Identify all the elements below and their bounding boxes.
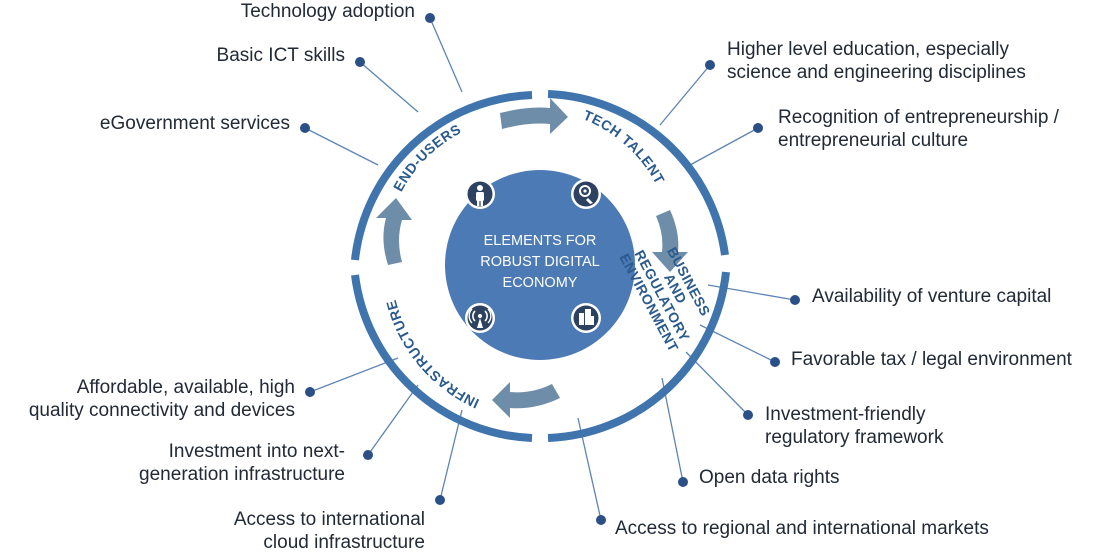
dot-cloud xyxy=(435,495,445,505)
outer-ring xyxy=(351,90,730,442)
segment-label-tech-talent: TECH TALENT xyxy=(581,107,668,187)
arrow-business-to-infrastructure xyxy=(492,382,560,418)
label-line: Affordable, available, high xyxy=(76,377,295,398)
label-technology-adoption: Technology adoption xyxy=(241,0,415,23)
label-line: science and engineering disciplines xyxy=(727,62,1026,83)
label-line: eGovernment services xyxy=(99,113,290,134)
label-line: Availability of venture capital xyxy=(812,286,1052,307)
label-next-gen-infrastructure: Investment into next- generation infrast… xyxy=(139,440,345,486)
connector-basic-ict xyxy=(359,61,419,113)
label-line: generation infrastructure xyxy=(139,464,345,485)
label-line: Technology adoption xyxy=(240,1,415,22)
label-line: Recognition of entrepreneurship / xyxy=(778,107,1059,128)
dot-investment-friendly xyxy=(743,410,753,420)
label-cloud-infrastructure: Access to international cloud infrastruc… xyxy=(234,508,425,554)
label-line: Favorable tax / legal environment xyxy=(791,349,1072,370)
connector-cloud xyxy=(439,409,463,501)
arrow-infrastructure-to-end-users xyxy=(376,198,412,265)
dot-affordable xyxy=(305,387,315,397)
arrow-tech-talent-to-business xyxy=(652,210,688,272)
label-higher-education: Higher level education, especially scien… xyxy=(727,38,1026,84)
label-entrepreneurship: Recognition of entrepreneurship / entrep… xyxy=(778,106,1059,152)
label-line: Access to international xyxy=(233,509,425,530)
person-icon xyxy=(465,179,495,209)
dot-higher-ed xyxy=(705,60,715,70)
flow-arrows xyxy=(376,98,688,418)
label-line: Investment into next- xyxy=(168,441,345,462)
tech-talent-icon xyxy=(571,179,601,209)
antenna-icon xyxy=(465,303,495,333)
arrow-end-users-to-tech-talent xyxy=(500,98,568,134)
dot-markets xyxy=(596,515,606,525)
dot-open-data xyxy=(678,477,688,487)
center-title-line-3: ECONOMY xyxy=(503,275,578,291)
label-open-data-rights: Open data rights xyxy=(699,466,839,489)
connector-investment-friendly xyxy=(685,351,749,416)
center-title-line-2: ROBUST DIGITAL xyxy=(480,254,600,270)
dot-egov xyxy=(300,123,310,133)
label-egovernment-services: eGovernment services xyxy=(100,112,290,135)
ring-segment-tech-talent xyxy=(547,90,729,256)
dot-technology-adoption xyxy=(425,13,435,23)
connector-technology-adoption xyxy=(429,17,463,93)
ring-segment-end-users xyxy=(351,91,533,261)
label-line: Open data rights xyxy=(699,467,840,488)
connector-entrepreneurship xyxy=(689,127,759,166)
dot-next-gen xyxy=(363,450,373,460)
ring-segment-business xyxy=(547,271,730,442)
label-line: entrepreneurial culture xyxy=(778,130,969,151)
dot-venture xyxy=(790,295,800,305)
dot-tax xyxy=(770,357,780,367)
label-investment-friendly: Investment-friendly regulatory framework xyxy=(765,403,943,449)
connector-affordable xyxy=(309,357,399,393)
label-regional-markets: Access to regional and international mar… xyxy=(615,517,989,540)
label-tax-legal: Favorable tax / legal environment xyxy=(791,348,1072,371)
buildings-icon xyxy=(571,303,601,333)
label-line: Basic ICT skills xyxy=(216,45,345,66)
connector-dots xyxy=(300,13,800,525)
connector-next-gen xyxy=(367,384,419,456)
dot-basic-ict xyxy=(355,57,365,67)
label-line: Investment-friendly xyxy=(765,404,926,425)
center-title-line-1: ELEMENTS FOR xyxy=(484,233,597,249)
label-affordable-connectivity: Affordable, available, high quality conn… xyxy=(29,376,295,422)
label-line: quality connectivity and devices xyxy=(28,400,295,421)
label-line: regulatory framework xyxy=(765,427,944,448)
label-venture-capital: Availability of venture capital xyxy=(812,285,1051,308)
dot-entrepreneurship xyxy=(753,123,763,133)
label-line: Higher level education, especially xyxy=(727,39,1009,60)
connector-egov xyxy=(304,127,379,166)
ring-segment-infrastructure xyxy=(351,274,533,442)
connector-higher-ed xyxy=(659,64,711,126)
label-basic-ict-skills: Basic ICT skills xyxy=(217,44,345,67)
label-line: Access to regional and international mar… xyxy=(615,518,989,539)
label-line: cloud infrastructure xyxy=(263,532,425,553)
